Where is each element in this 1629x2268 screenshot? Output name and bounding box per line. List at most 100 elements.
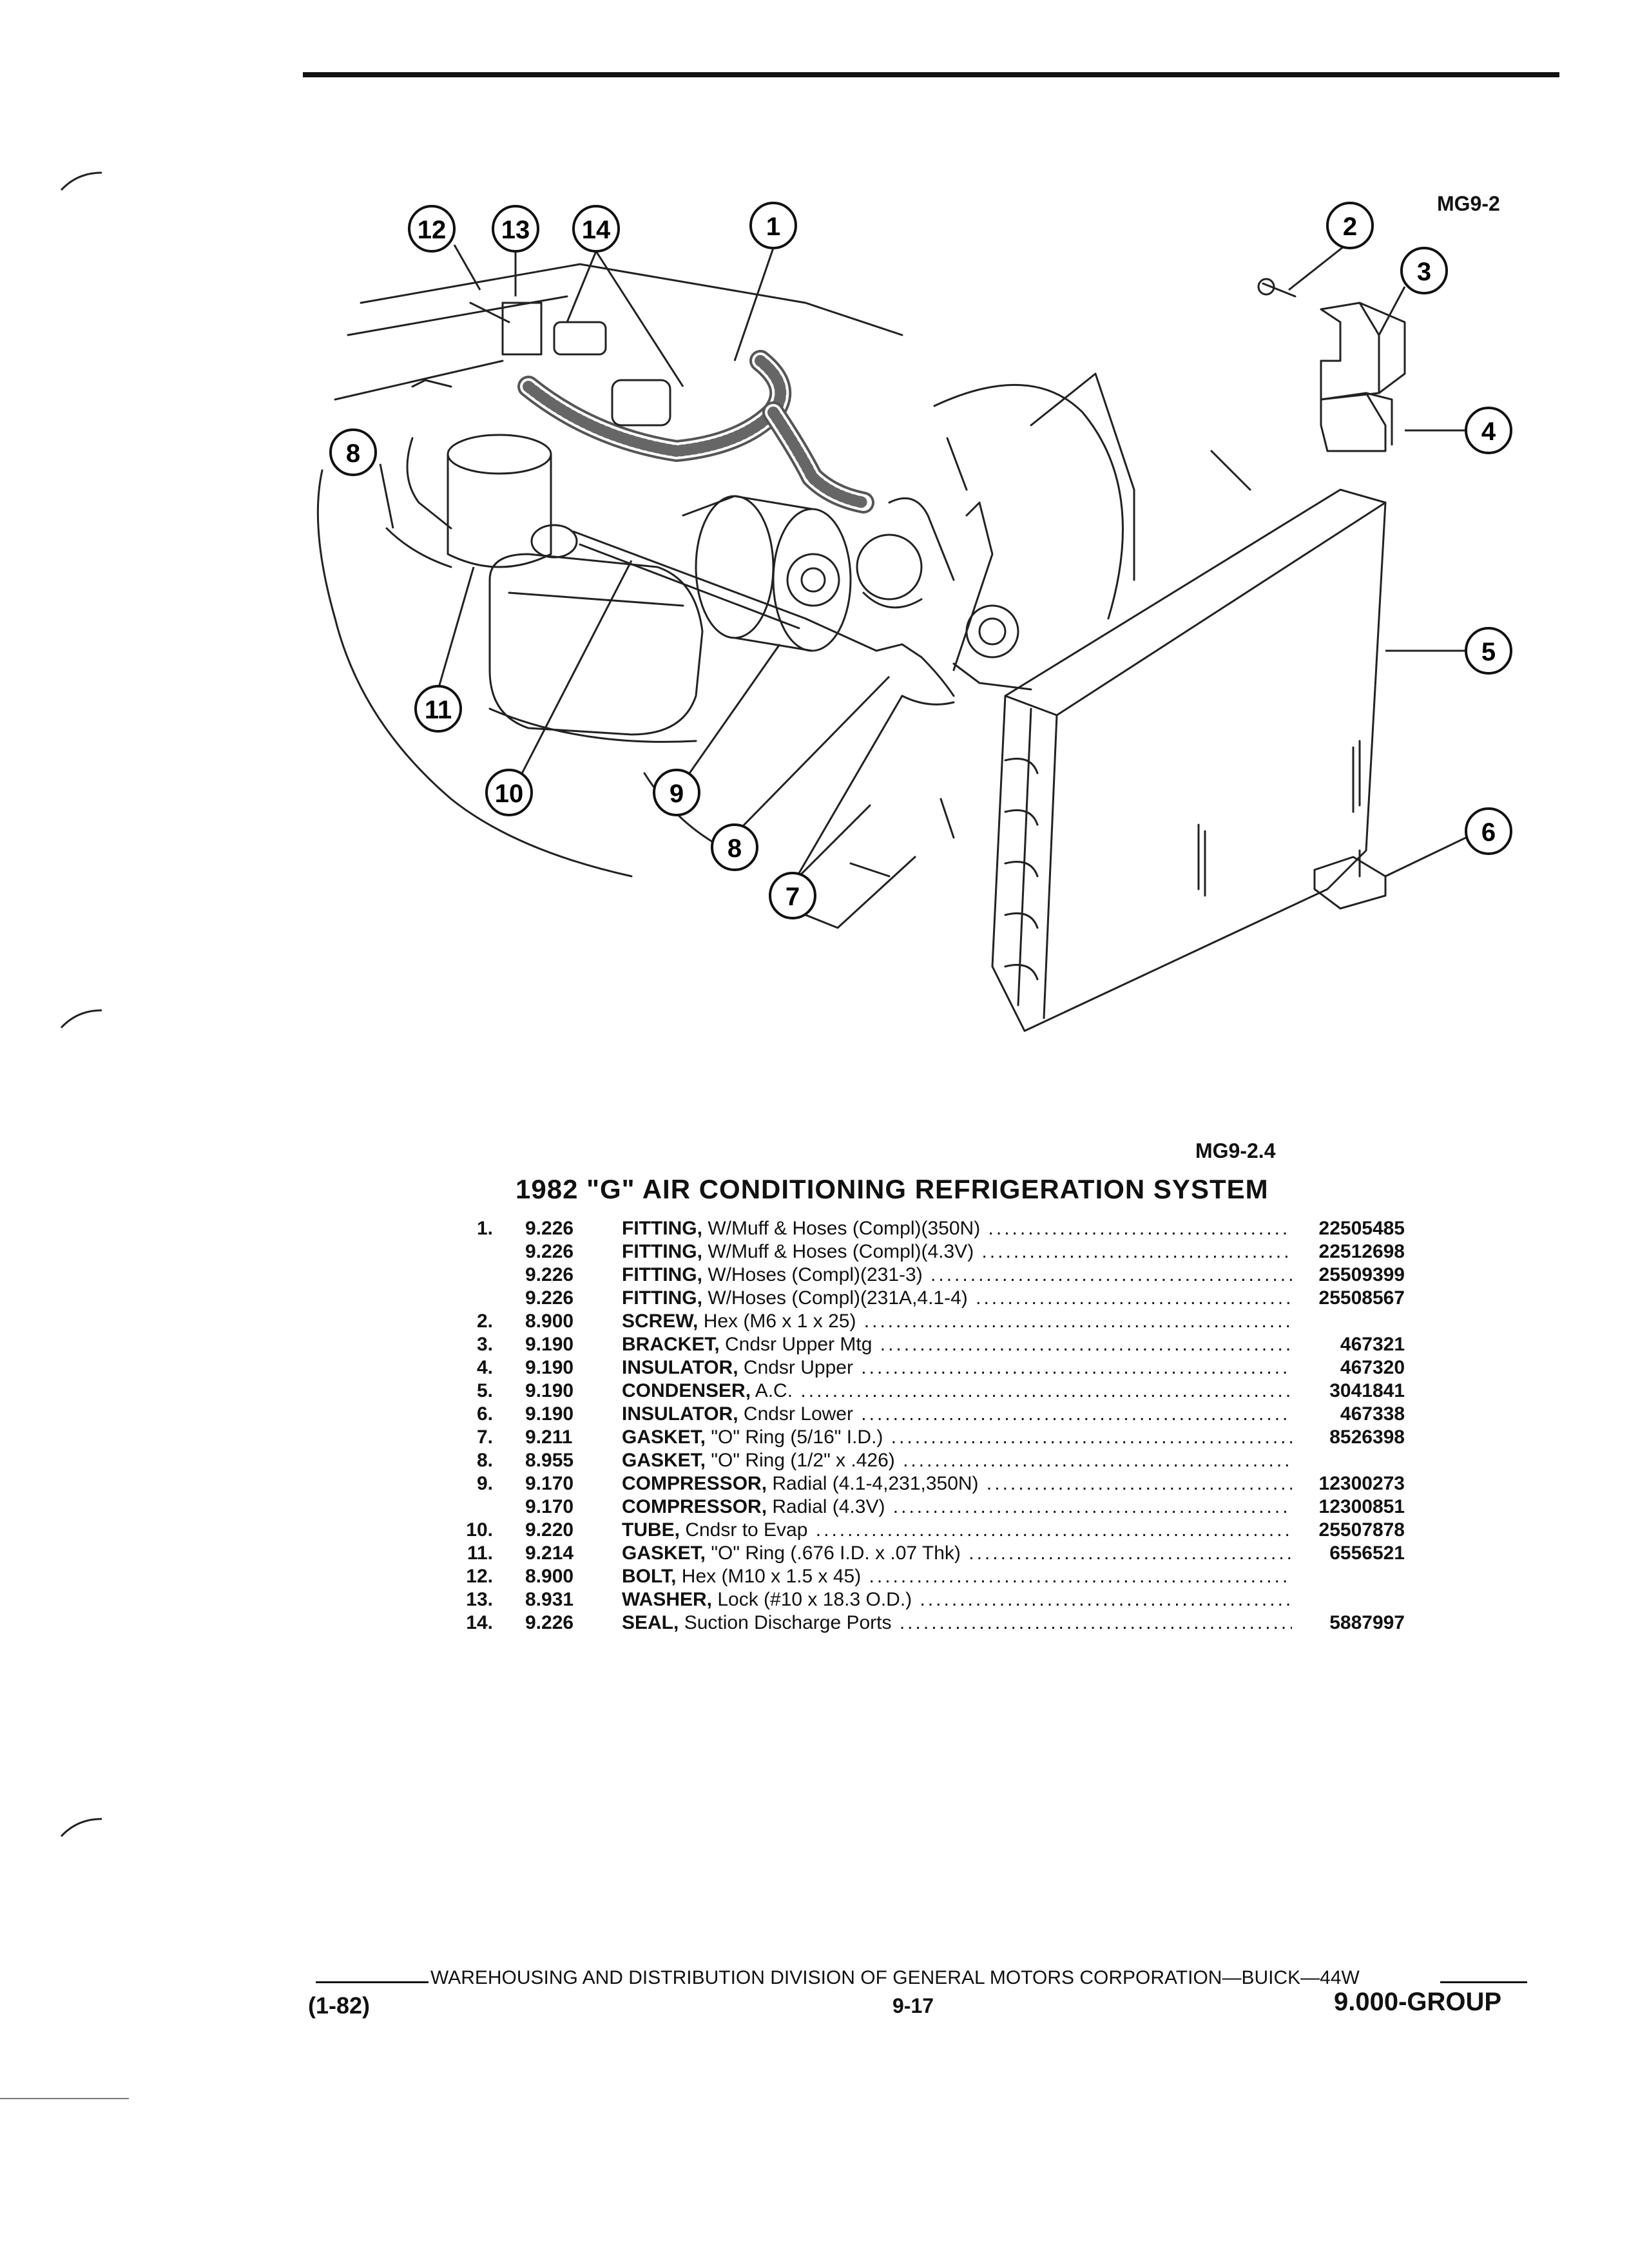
svg-text:8: 8 [728, 834, 742, 863]
part-name: GASKET, [622, 1542, 706, 1564]
margin-marks [60, 171, 102, 1838]
part-row: 9.226 FITTING, W/Hoses (Compl)(231A,4.1-4… [412, 1287, 1405, 1311]
part-description: TUBE, Cndsr to Evap ....................… [622, 1519, 1292, 1541]
part-group: 9.226 [525, 1287, 574, 1309]
footer-center-line: WAREHOUSING AND DISTRIBUTION DIVISION OF… [430, 1967, 1360, 1988]
leader-dots: ........................................… [969, 1542, 1292, 1564]
svg-text:10: 10 [495, 780, 524, 808]
part-description: GASKET, "O" Ring (.676 I.D. x .07 Thk) .… [622, 1542, 1292, 1564]
part-group: 9.170 [525, 1496, 574, 1517]
part-number: 13. [466, 1589, 493, 1610]
part-description: FITTING, W/Muff & Hoses (Compl)(350N) ..… [622, 1218, 1292, 1240]
part-pn: 467320 [1340, 1357, 1405, 1378]
part-detail: W/Hoses (Compl)(231A,4.1-4) [702, 1287, 968, 1309]
part-description: INSULATOR, Cndsr Upper .................… [622, 1357, 1292, 1379]
ac-system-diagram: 12 13 14 1 2 3 4 5 6 8 11 10 9 8 7 [316, 202, 1512, 1032]
part-description: CONDENSER, A.C. ........................… [622, 1380, 1292, 1402]
part-detail: Hex (M10 x 1.5 x 45) [676, 1566, 862, 1587]
leader-dots: ........................................… [891, 1427, 1292, 1448]
leader-dots: ........................................… [899, 1612, 1292, 1633]
leader-dots: ........................................… [815, 1519, 1292, 1541]
part-detail: W/Muff & Hoses (Compl)(350N) [702, 1218, 981, 1239]
leader-dots: ........................................… [880, 1334, 1292, 1355]
part-pn: 25509399 [1318, 1264, 1405, 1285]
part-description: COMPRESSOR, Radial (4.3V) ..............… [622, 1496, 1292, 1518]
part-pn: 5887997 [1329, 1612, 1405, 1633]
part-number: 7. [476, 1427, 493, 1448]
part-name: FITTING, [622, 1287, 702, 1309]
part-detail: Hex (M6 x 1 x 25) [698, 1311, 856, 1332]
callout-7: 7 [769, 872, 816, 919]
callout-11: 11 [414, 685, 462, 733]
part-name: GASKET, [622, 1427, 706, 1448]
callouts: 12 13 14 1 2 3 4 5 6 8 11 10 9 8 7 [329, 202, 1512, 919]
part-name: COMPRESSOR, [622, 1496, 767, 1517]
part-name: COMPRESSOR, [622, 1473, 767, 1494]
part-detail: Lock (#10 x 18.3 O.D.) [712, 1589, 912, 1610]
part-name: INSULATOR, [622, 1357, 738, 1378]
part-description: FITTING, W/Hoses (Compl)(231-3) ........… [622, 1264, 1292, 1286]
part-detail: Radial (4.3V) [767, 1496, 885, 1517]
svg-text:8: 8 [346, 439, 360, 468]
part-number: 5. [476, 1380, 493, 1401]
part-description: BRACKET, Cndsr Upper Mtg ...............… [622, 1334, 1292, 1356]
part-detail: "O" Ring (.676 I.D. x .07 Thk) [706, 1542, 961, 1564]
part-group: 9.211 [525, 1427, 573, 1448]
part-detail: "O" Ring (1/2" x .426) [706, 1450, 895, 1471]
callout-9: 9 [653, 769, 700, 816]
scan-edge-line [0, 2098, 129, 2099]
part-number: 2. [476, 1311, 493, 1332]
part-row: 5. 9.190 CONDENSER, A.C. .................… [412, 1380, 1405, 1403]
callout-2: 2 [1326, 202, 1374, 249]
footer-rule-left [316, 1981, 429, 1983]
footer-page-number: 9-17 [892, 1994, 934, 2017]
svg-text:7: 7 [786, 883, 800, 911]
svg-text:11: 11 [425, 696, 452, 724]
part-detail: Suction Discharge Ports [679, 1612, 892, 1633]
svg-text:9: 9 [670, 780, 684, 808]
part-detail: Cndsr to Evap [680, 1519, 808, 1541]
part-group: 9.190 [525, 1334, 574, 1355]
callout-10: 10 [485, 769, 533, 816]
leader-dots: ........................................… [800, 1380, 1292, 1401]
callout-1: 1 [749, 202, 797, 249]
part-number: 6. [476, 1403, 493, 1425]
callout-14: 14 [572, 205, 620, 253]
part-pn: 22505485 [1318, 1218, 1405, 1239]
figure-code-top: MG9-2 [1437, 192, 1500, 215]
part-description: WASHER, Lock (#10 x 18.3 O.D.) .........… [622, 1589, 1292, 1611]
part-group: 9.190 [525, 1380, 574, 1401]
part-group: 9.226 [525, 1264, 574, 1285]
part-number: 10. [466, 1519, 493, 1541]
part-description: COMPRESSOR, Radial (4.1-4,231,350N) ....… [622, 1473, 1292, 1495]
top-rule [303, 72, 1559, 77]
part-number: 14. [466, 1612, 493, 1633]
part-description: SEAL, Suction Discharge Ports ..........… [622, 1612, 1292, 1634]
part-pn: 467338 [1340, 1403, 1405, 1425]
part-name: FITTING, [622, 1241, 702, 1262]
callout-12: 12 [408, 205, 456, 253]
svg-text:13: 13 [501, 216, 530, 244]
callout-5: 5 [1465, 627, 1512, 675]
part-description: GASKET, "O" Ring (1/2" x .426) .........… [622, 1450, 1292, 1472]
part-number: 4. [476, 1357, 493, 1378]
leader-dots: ........................................… [981, 1241, 1292, 1262]
part-group: 8.955 [525, 1450, 574, 1471]
svg-text:5: 5 [1481, 638, 1496, 666]
part-name: WASHER, [622, 1589, 713, 1610]
leader-dots: ........................................… [869, 1566, 1292, 1587]
leader-dots: ........................................… [861, 1403, 1292, 1425]
part-name: FITTING, [622, 1264, 702, 1285]
svg-text:2: 2 [1343, 213, 1357, 241]
part-name: BRACKET, [622, 1334, 720, 1355]
